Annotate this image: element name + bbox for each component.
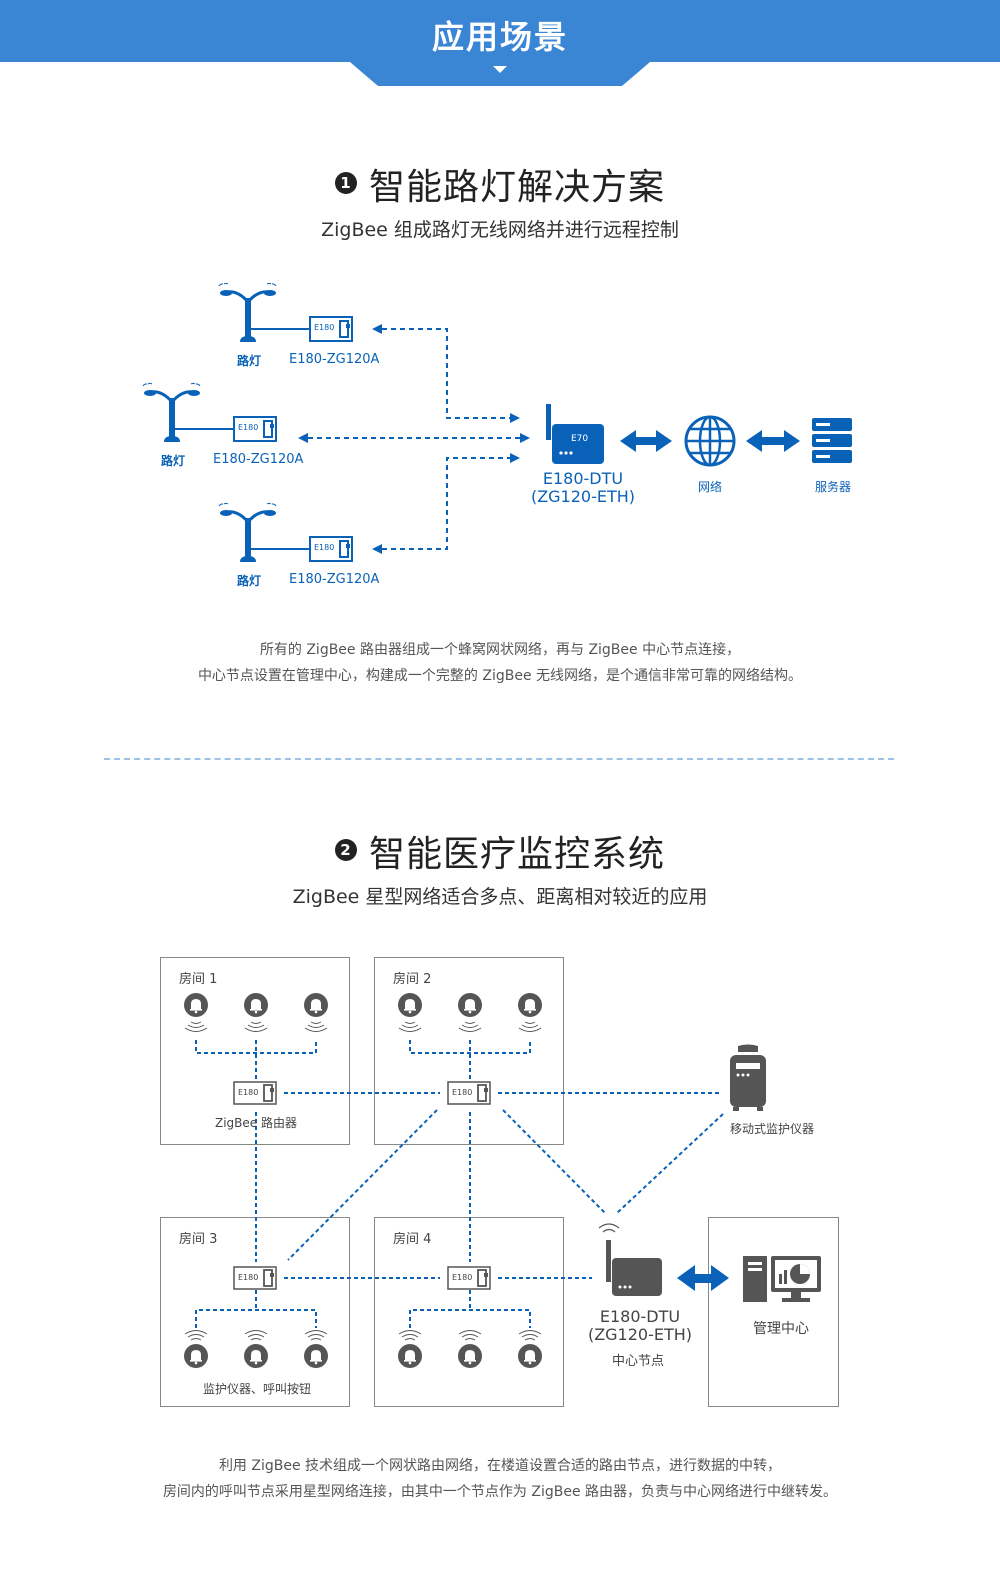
mobile-monitor-icon xyxy=(730,1044,766,1111)
double-arrow xyxy=(746,430,800,452)
double-arrow xyxy=(620,430,672,452)
router-label: ZigBee 路由器 xyxy=(215,1116,297,1130)
dashed-link xyxy=(382,328,512,419)
mobile-monitor-label: 移动式监护仪器 xyxy=(730,1122,815,1136)
room-3: 房间 3 xyxy=(160,1217,350,1407)
module-label: E180-ZG120A xyxy=(213,452,304,467)
section-divider xyxy=(104,758,894,760)
section2-subtitle: ZigBee 星型网络适合多点、距离相对较近的应用 xyxy=(292,886,708,908)
section1-title-text: 智能路灯解决方案 xyxy=(368,167,665,208)
center-node-label: 中心节点 xyxy=(612,1354,665,1369)
dtu-chip: E70 xyxy=(571,434,589,444)
section1-description: 所有的 ZigBee 路由器组成一个蜂窝网状网络，再与 ZigBee 中心节点连… xyxy=(0,637,1000,689)
devices-label: 监护仪器、呼叫按钮 xyxy=(203,1382,312,1396)
router-chip: E180 xyxy=(452,1088,473,1097)
streetlight-diagram xyxy=(141,281,852,564)
streetlight-label: 路灯 xyxy=(237,574,262,588)
section2-number: 2 xyxy=(334,839,357,861)
module-chip: E180 xyxy=(238,423,259,432)
section1-subtitle: ZigBee 组成路灯无线网络并进行远程控制 xyxy=(321,219,679,241)
streetlight-label: 路灯 xyxy=(237,354,262,368)
room-name: 房间 2 xyxy=(393,972,432,987)
dtu-label-line1: E180-DTU xyxy=(599,1307,681,1326)
section2-description: 利用 ZigBee 技术组成一个网状路由网络，在楼道设置合适的路由节点，进行数据… xyxy=(0,1453,1000,1505)
dtu-gateway-icon xyxy=(598,1223,662,1296)
banner-title: 应用场景 xyxy=(431,18,568,56)
room-2: 房间 2 xyxy=(374,957,564,1145)
streetlight-icon xyxy=(217,501,278,564)
room-4: 房间 4 xyxy=(374,1217,564,1407)
router-chip: E180 xyxy=(238,1273,259,1282)
dtu-label-line1: E180-DTU xyxy=(542,469,624,488)
network-label: 网络 xyxy=(698,480,723,494)
section2-title-text: 智能医疗监控系统 xyxy=(368,834,665,875)
module-label: E180-ZG120A xyxy=(289,572,380,587)
room-name: 房间 4 xyxy=(393,1232,432,1247)
section1-number: 1 xyxy=(334,172,357,194)
server-icon xyxy=(812,418,852,463)
section1-para-line2: 中心节点设置在管理中心，构建成一个完整的 ZigBee 无线网络，是个通信非常可… xyxy=(197,668,803,684)
room-name: 房间 1 xyxy=(179,972,218,987)
banner-shape xyxy=(0,0,1000,86)
dtu-label-line2: (ZG120-ETH) xyxy=(587,1325,693,1344)
room-name: 房间 3 xyxy=(179,1232,218,1247)
streetlight-icon xyxy=(141,381,202,444)
dtu-label: E180-DTU(ZG120-ETH) xyxy=(520,470,646,506)
center-dtu-label: E180-DTU(ZG120-ETH) xyxy=(580,1308,700,1344)
section1-title: 1 智能路灯解决方案 xyxy=(0,158,1000,210)
management-label: 管理中心 xyxy=(753,1321,809,1337)
router-chip: E180 xyxy=(452,1273,473,1282)
module-label: E180-ZG120A xyxy=(289,352,380,367)
section1-para-line1: 所有的 ZigBee 路由器组成一个蜂窝网状网络，再与 ZigBee 中心节点连… xyxy=(259,642,741,658)
streetlight-label: 路灯 xyxy=(161,454,186,468)
dtu-label-line2: (ZG120-ETH) xyxy=(530,487,636,506)
module-chip: E180 xyxy=(314,543,335,552)
dashed-link xyxy=(382,457,512,550)
streetlight-icon xyxy=(217,281,278,344)
header-banner: 应用场景 xyxy=(0,0,1000,90)
server-label: 服务器 xyxy=(815,480,852,494)
management-room xyxy=(708,1217,839,1407)
router-chip: E180 xyxy=(238,1088,259,1097)
section2-para-line1: 利用 ZigBee 技术组成一个网状路由网络，在楼道设置合适的路由节点，进行数据… xyxy=(218,1458,782,1474)
globe-icon xyxy=(684,415,736,467)
dtu-gateway-icon xyxy=(546,404,604,464)
section2-para-line2: 房间内的呼叫节点采用星型网络连接，由其中一个节点作为 ZigBee 路由器，负责… xyxy=(162,1484,838,1500)
section2-title: 2 智能医疗监控系统 xyxy=(0,825,1000,877)
module-chip: E180 xyxy=(314,323,335,332)
